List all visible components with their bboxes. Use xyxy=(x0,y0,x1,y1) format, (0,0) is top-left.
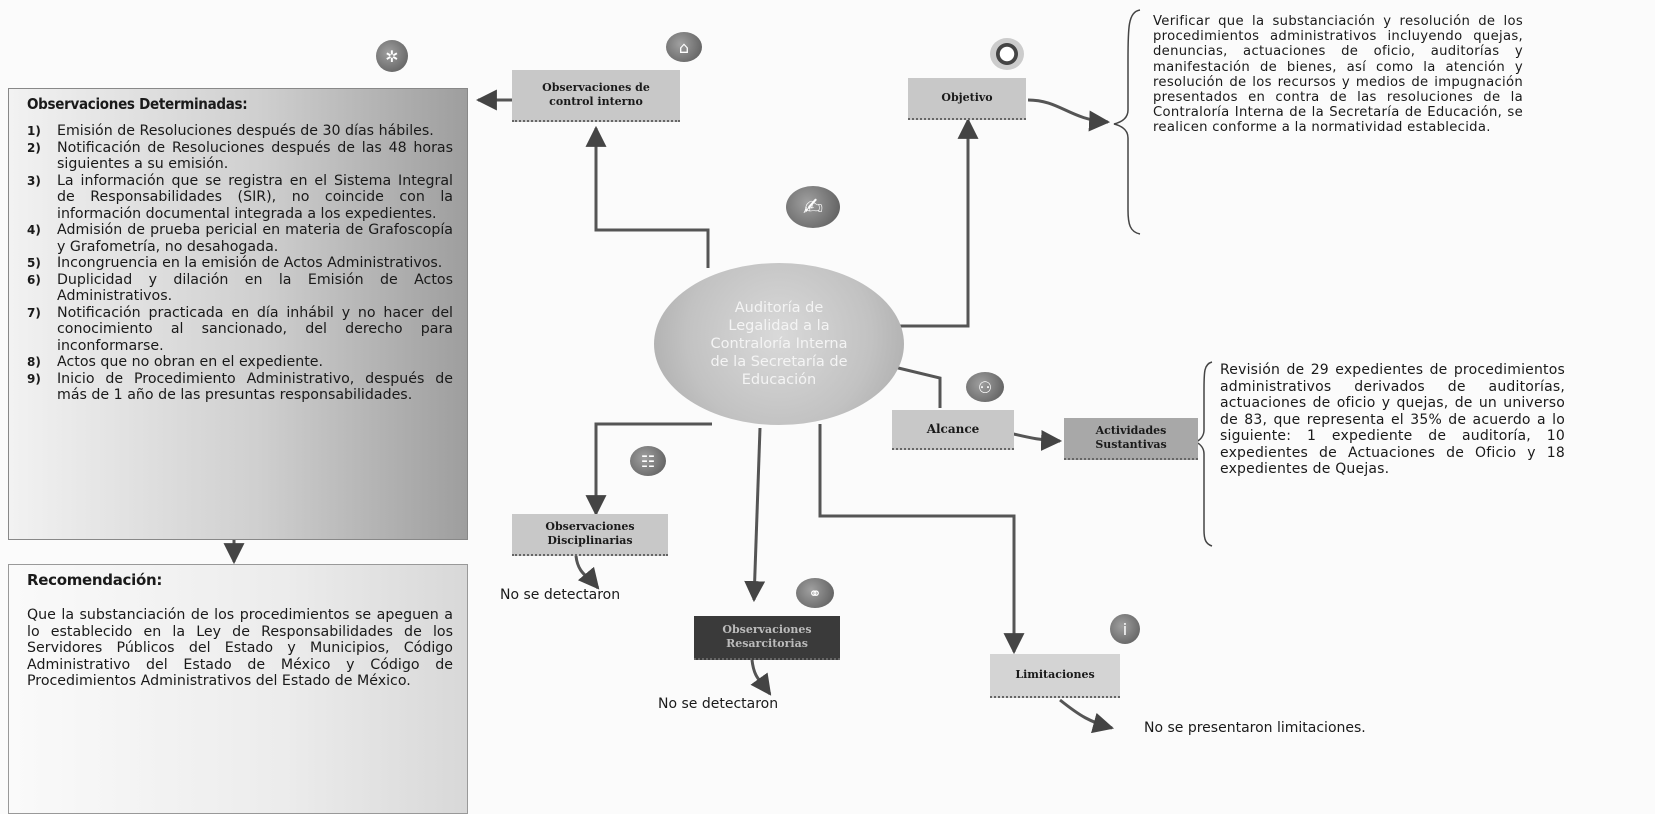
target-icon xyxy=(990,38,1024,70)
node-observaciones-disciplinarias: Observaciones Disciplinarias xyxy=(512,514,668,556)
observaciones-determinadas-box: Observaciones Determinadas: 1) Emisión de… xyxy=(8,88,468,540)
disciplinarias-result: No se detectaron xyxy=(500,587,621,603)
list-item: 8) Actos que no obran en el expediente. xyxy=(27,354,453,371)
center-audit-circle: Auditoría de Legalidad a la Contraloría … xyxy=(654,263,904,425)
item-number: 8) xyxy=(27,355,41,369)
item-number: 3) xyxy=(27,173,41,188)
handshake-icon: ⚭ xyxy=(796,578,834,608)
item-text: La información que se registra en el Sis… xyxy=(57,172,453,222)
people-icon: ⚇ xyxy=(966,372,1004,402)
observaciones-list: 1) Emisión de Resoluciones después de 30 … xyxy=(27,123,453,404)
item-number: 1) xyxy=(27,124,41,138)
list-item: 7) Notificación practicada en día inhábil… xyxy=(27,305,453,355)
list-item: 4) Admisión de prueba pericial en materia… xyxy=(27,222,453,255)
item-text: Inicio de Procedimiento Administrativo, … xyxy=(57,370,453,404)
item-number: 9) xyxy=(27,371,41,386)
list-item: 9) Inicio de Procedimiento Administrativo… xyxy=(27,371,453,404)
building-icon: ⌂ xyxy=(666,32,702,62)
item-number: 6) xyxy=(27,272,41,287)
node-limitaciones: Limitaciones xyxy=(990,654,1120,698)
node-control-interno: Observaciones de control interno xyxy=(512,70,680,122)
item-text: Incongruencia en la emisión de Actos Adm… xyxy=(57,255,443,271)
observaciones-determinadas-title: Observaciones Determinadas: xyxy=(27,95,248,113)
list-item: 5) Incongruencia en la emisión de Actos A… xyxy=(27,255,453,272)
item-text: Emisión de Resoluciones después de 30 dí… xyxy=(57,123,434,139)
item-text: Duplicidad y dilación en la Emisión de A… xyxy=(57,271,453,305)
recomendacion-text: Que la substanciación de los procedimien… xyxy=(27,607,453,689)
list-item: 1) Emisión de Resoluciones después de 30 … xyxy=(27,123,453,140)
center-title: Auditoría de Legalidad a la Contraloría … xyxy=(710,300,848,388)
item-text: Admisión de prueba pericial en materia d… xyxy=(57,222,453,255)
node-observaciones-resarcitorias: Observaciones Resarcitorias xyxy=(694,616,840,660)
item-number: 4) xyxy=(27,223,41,237)
resarcitorias-result: No se detectaron xyxy=(658,696,779,712)
actividades-text: Revisión de 29 expedientes de procedimie… xyxy=(1220,362,1565,477)
item-number: 7) xyxy=(27,305,41,320)
list-item: 6) Duplicidad y dilación en la Emisión de… xyxy=(27,272,453,305)
limitaciones-result: No se presentaron limitaciones. xyxy=(1144,720,1366,736)
item-text: Actos que no obran en el expediente. xyxy=(57,354,324,370)
pen-signature-icon: ✍ xyxy=(786,186,840,228)
node-objetivo: Objetivo xyxy=(908,78,1026,120)
item-number: 2) xyxy=(27,140,41,155)
info-icon: i xyxy=(1110,614,1140,644)
gear-icon: ✲ xyxy=(376,40,408,72)
list-item: 2) Notificación de Resoluciones después d… xyxy=(27,140,453,173)
node-alcance: Alcance xyxy=(892,410,1014,450)
node-actividades-sustantivas: Actividades Sustantivas xyxy=(1064,418,1198,460)
list-item: 3) La información que se registra en el S… xyxy=(27,173,453,223)
item-number: 5) xyxy=(27,256,41,270)
item-text: Notificación de Resoluciones después de … xyxy=(57,139,453,173)
objetivo-text: Verificar que la substanciación y resolu… xyxy=(1153,14,1523,136)
group-icon: ☷ xyxy=(630,446,666,476)
item-text: Notificación practicada en día inhábil y… xyxy=(57,304,453,354)
recomendacion-box: Recomendación: Que la substanciación de … xyxy=(8,564,468,814)
recomendacion-title: Recomendación: xyxy=(27,571,163,589)
